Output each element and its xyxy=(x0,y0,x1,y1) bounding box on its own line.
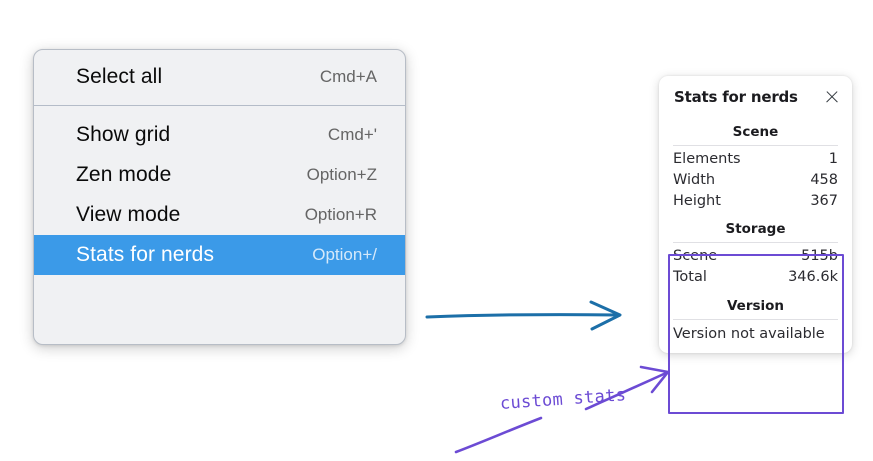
stat-row: Width 458 xyxy=(659,170,852,191)
section-heading-version: Version xyxy=(726,298,785,314)
purple-tail-line xyxy=(454,416,543,454)
menu-group-selection: Select all Cmd+A xyxy=(34,57,405,105)
menu-item-stats-for-nerds[interactable]: Stats for nerds Option+/ xyxy=(34,235,405,275)
section-heading-scene: Scene xyxy=(732,124,779,140)
menu-item-shortcut: Cmd+A xyxy=(319,67,377,86)
stats-panel-header: Stats for nerds xyxy=(659,88,852,106)
stat-key: Width xyxy=(673,172,716,188)
section-heading-storage: Storage xyxy=(725,221,786,237)
stat-key: Height xyxy=(673,193,721,209)
menu-item-shortcut: Option+Z xyxy=(306,165,377,184)
blue-arrow xyxy=(425,300,622,331)
section-rule xyxy=(673,145,838,146)
menu-item-shortcut: Option+R xyxy=(304,205,377,224)
menu-item-label: View mode xyxy=(76,203,181,226)
stat-value: 367 xyxy=(810,193,838,209)
version-note: Version not available xyxy=(673,326,825,342)
canvas-context-menu[interactable]: Select all Cmd+A Show grid Cmd+' Zen mod… xyxy=(33,49,406,345)
annotation-label-custom-stats: custom stats xyxy=(499,385,627,414)
stat-key: Elements xyxy=(673,151,741,167)
section-rule xyxy=(673,319,838,320)
menu-group-view: Show grid Cmd+' Zen mode Option+Z View m… xyxy=(34,106,405,275)
section-rule xyxy=(673,242,838,243)
menu-item-label: Show grid xyxy=(76,123,171,146)
menu-item-label: Zen mode xyxy=(76,163,172,186)
menu-item-view-mode[interactable]: View mode Option+R xyxy=(34,195,405,235)
stat-row: Scene 515b xyxy=(659,246,852,267)
stat-row: Elements 1 xyxy=(659,149,852,170)
stat-key: Total xyxy=(673,269,707,285)
stat-row: Height 367 xyxy=(659,191,852,212)
stat-value: 515b xyxy=(801,248,838,264)
close-icon[interactable] xyxy=(824,90,839,105)
stat-value: 346.6k xyxy=(788,269,838,285)
menu-item-zen-mode[interactable]: Zen mode Option+Z xyxy=(34,155,405,195)
stat-key: Scene xyxy=(673,248,718,264)
menu-item-show-grid[interactable]: Show grid Cmd+' xyxy=(34,115,405,155)
menu-item-shortcut: Cmd+' xyxy=(327,125,377,144)
menu-item-select-all[interactable]: Select all Cmd+A xyxy=(34,57,405,97)
stat-row: Total 346.6k xyxy=(659,267,852,288)
stat-value: 1 xyxy=(828,151,838,167)
menu-item-label: Stats for nerds xyxy=(76,243,215,266)
menu-item-label: Select all xyxy=(76,65,163,88)
stat-value: 458 xyxy=(810,172,838,188)
stats-for-nerds-panel: Stats for nerds Scene Elements 1 Width 4… xyxy=(659,76,852,353)
stats-panel-title: Stats for nerds xyxy=(674,88,798,106)
menu-item-shortcut: Option+/ xyxy=(312,245,377,264)
menu-divider xyxy=(34,105,405,106)
